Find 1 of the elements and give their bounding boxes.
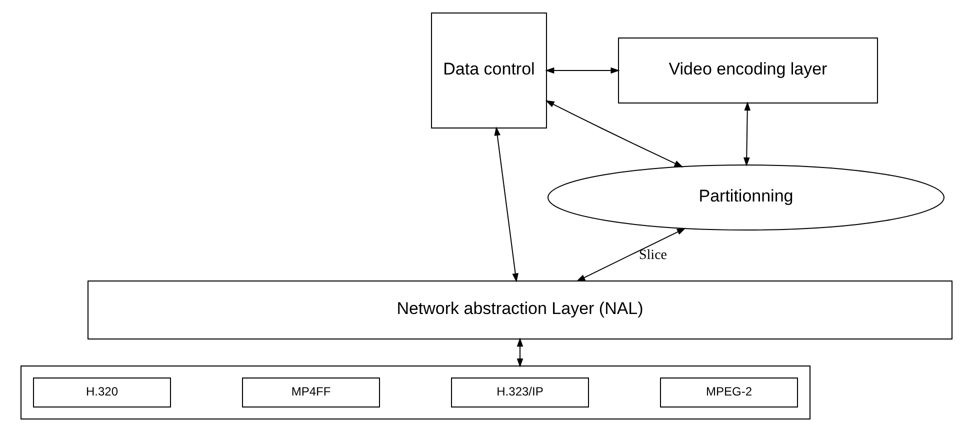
edge-label: Slice xyxy=(639,248,667,263)
